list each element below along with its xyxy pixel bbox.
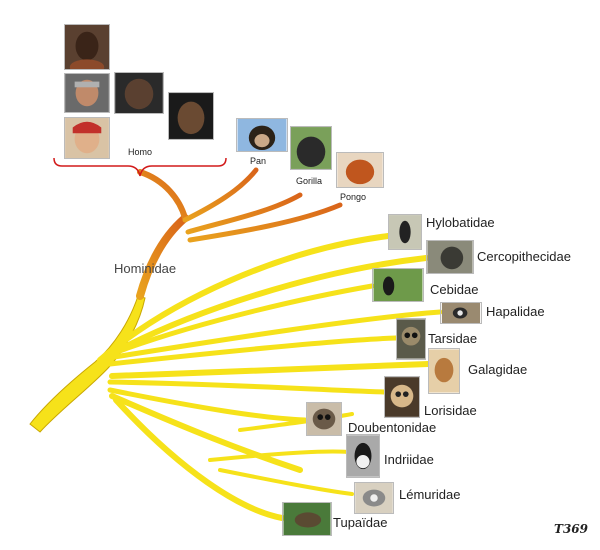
label-homo: Homo [128, 147, 153, 157]
trunk [29, 295, 146, 433]
lorisidae-thumb [384, 376, 420, 418]
label-pongo: Pongo [340, 192, 367, 202]
homo-thumb-3 [64, 117, 110, 159]
signature: T369 [554, 522, 588, 536]
label-cebidae: Cebidae [430, 282, 479, 297]
label-hominidae: Hominidae [114, 261, 177, 276]
galagidae-thumb [428, 348, 460, 394]
label-pan: Pan [250, 156, 267, 166]
cebidae-thumb [372, 268, 424, 302]
homo-thumb-5 [168, 92, 214, 140]
tarsidae-thumb [396, 318, 426, 360]
label-hylobatidae: Hylobatidae [426, 215, 495, 230]
hylobatidae-thumb [388, 214, 422, 250]
label-tupaidae: Tupaïdae [333, 515, 388, 530]
label-gorilla: Gorilla [296, 176, 323, 186]
homo-brace [53, 157, 227, 177]
gorilla-thumb [290, 126, 332, 170]
hominid-branches [136, 167, 343, 300]
homo-thumb-4 [114, 72, 164, 114]
lemuridae-thumb [354, 482, 394, 514]
doubentonidae-thumb [306, 402, 342, 436]
label-lorisidae: Lorisidae [424, 403, 477, 418]
label-doubentonidae: Doubentonidae [348, 420, 437, 435]
hapalidae-thumb [440, 302, 482, 324]
indriidae-thumb [346, 434, 380, 478]
label-hapalidae: Hapalidae [486, 304, 545, 319]
label-indriidae: Indriidae [384, 452, 434, 467]
pan-thumb [236, 118, 288, 152]
label-galagidae: Galagidae [468, 362, 528, 377]
label-tarsidae: Tarsidae [428, 331, 478, 346]
pongo-thumb [336, 152, 384, 188]
cercopithecidae-thumb [426, 240, 474, 274]
tupaidae-thumb [282, 502, 332, 536]
homo-thumb-1 [64, 24, 110, 70]
label-lemuridae: Lémuridae [399, 487, 461, 502]
label-cercopithecidae: Cercopithecidae [477, 249, 571, 264]
homo-thumb-2 [64, 73, 110, 113]
